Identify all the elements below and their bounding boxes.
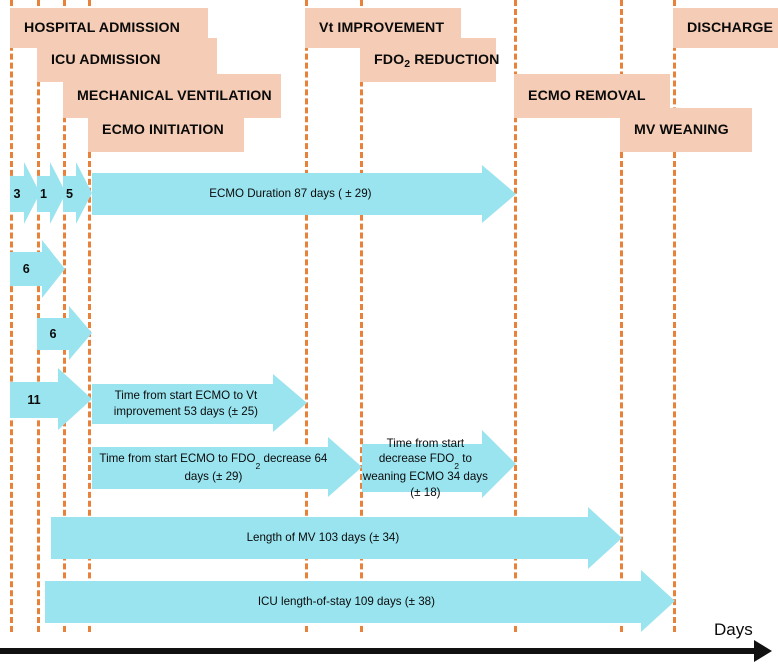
arrow-body — [92, 384, 273, 424]
arrow-head-icon — [482, 165, 519, 223]
arrow-hospital-to-mv: 6 — [10, 240, 66, 298]
arrow-body — [92, 447, 328, 489]
arrow-icu-length-of-stay: ICU length-of-stay 109 days (± 38) — [45, 570, 675, 632]
event-label-mv-weaning: MV WEANING — [620, 108, 752, 152]
event-label-ecmo-removal: ECMO REMOVAL — [514, 74, 670, 118]
arrow-body — [362, 444, 482, 492]
event-label-text: HOSPITAL ADMISSION — [24, 20, 181, 36]
arrow-body — [10, 382, 58, 418]
event-label-text: ECMO INITIATION — [102, 122, 224, 138]
arrow-head-icon — [76, 162, 95, 224]
arrow-head-icon — [68, 306, 95, 360]
event-label-ecmo-initiation: ECMO INITIATION — [88, 108, 244, 152]
event-label-discharge: DISCHARGE — [673, 8, 778, 48]
event-label-text: MECHANICAL VENTILATION — [77, 88, 272, 104]
arrow-head-icon — [273, 374, 310, 432]
arrow-length-of-mv: Length of MV 103 days (± 34) — [51, 507, 622, 569]
guide-line-mv-weaning — [620, 0, 623, 632]
days-axis-line — [0, 648, 756, 654]
days-axis-arrowhead-icon — [754, 640, 772, 662]
arrow-body — [10, 252, 43, 286]
guide-line-hospital-admission — [10, 0, 13, 632]
event-label-text: FDO2 REDUCTION — [374, 52, 500, 70]
event-label-text: Vt IMPROVEMENT — [319, 20, 445, 36]
guide-line-vt-improvement — [305, 0, 308, 632]
arrow-body — [63, 176, 76, 212]
arrow-hospital-to-icu: 3 — [10, 162, 40, 224]
arrow-body — [92, 173, 482, 215]
guide-line-mechanical-ventilation — [63, 0, 66, 632]
event-label-text: DISCHARGE — [687, 20, 774, 36]
arrow-body — [51, 517, 588, 559]
arrow-head-icon — [50, 162, 69, 224]
arrow-body — [10, 176, 24, 212]
guide-line-ecmo-removal — [514, 0, 517, 632]
guide-line-discharge — [673, 0, 676, 632]
arrow-head-icon — [58, 368, 95, 430]
arrow-body — [37, 318, 69, 350]
event-label-text: MV WEANING — [634, 122, 729, 138]
arrow-head-icon — [42, 240, 68, 298]
arrow-ecmo-duration: ECMO Duration 87 days ( ± 29) — [92, 165, 516, 223]
guide-line-fdo2-reduction — [360, 0, 363, 632]
days-axis-label: Days — [714, 620, 753, 639]
event-label-fdo2-reduction: FDO2 REDUCTION — [360, 38, 500, 82]
arrow-head-icon — [641, 570, 678, 632]
arrow-head-icon — [24, 162, 43, 224]
arrow-ecmo-to-fdo2-decrease: Time from start ECMO to FDO2 decrease 64… — [92, 437, 362, 497]
arrow-icu-to-ecmo: 6 — [37, 306, 92, 360]
arrow-body — [45, 581, 641, 623]
arrow-ecmo-to-vt-improvement: Time from start ECMO to Vt improvement 5… — [92, 374, 307, 432]
arrow-head-icon — [328, 437, 365, 497]
event-label-text: ECMO REMOVAL — [528, 88, 646, 104]
arrow-body — [37, 176, 50, 212]
event-label-text: ICU ADMISSION — [51, 52, 161, 68]
arrow-hospital-to-ecmo: 11 — [10, 368, 92, 430]
arrow-mv-to-ecmo: 5 — [63, 162, 92, 224]
guide-line-icu-admission — [37, 0, 40, 632]
arrow-head-icon — [588, 507, 625, 569]
arrow-head-icon — [482, 430, 519, 498]
arrow-fdo2-decrease-to-ecmo-weaning: Time from start decrease FDO2 to weaning… — [362, 430, 519, 499]
arrow-icu-to-mv: 1 — [37, 162, 66, 224]
